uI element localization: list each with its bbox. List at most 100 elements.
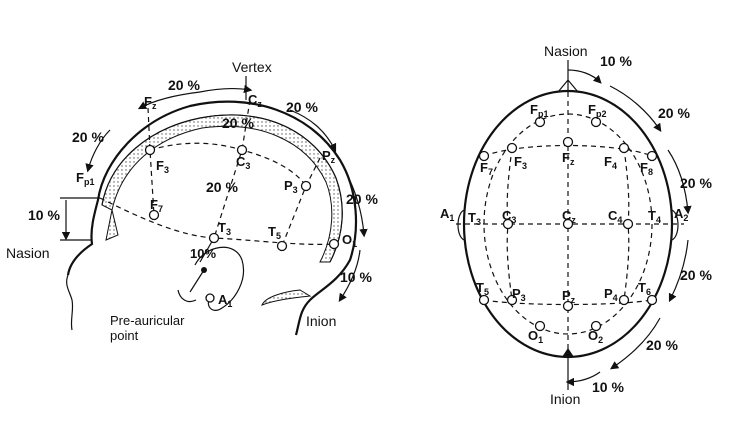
- label-a1-side: A1: [218, 292, 232, 309]
- electrode-o2-top: [590, 320, 602, 332]
- label-fp2-top: Fp2: [588, 102, 606, 119]
- electrode-t5-top: [478, 294, 490, 306]
- circumference-dashed: [483, 113, 653, 335]
- nasion-label-side: Nasion: [6, 245, 50, 261]
- label-o2-top: O2: [588, 328, 603, 345]
- label-p3-side: P3: [284, 178, 298, 195]
- pre-auricular-label-2: point: [110, 328, 139, 343]
- label-fp1-side: Fp1: [76, 170, 94, 187]
- electrode-c3-side: [236, 144, 248, 156]
- top-view: Nasion Inion 10 % 20 % 20 % 20 % 20 % 10…: [440, 43, 712, 407]
- label-t5-top: T5: [476, 280, 489, 297]
- label-p4-top: P4: [604, 286, 618, 303]
- label-t3-side: T3: [218, 220, 231, 237]
- electrode-f3-side: [144, 144, 156, 156]
- label-f8-top: F8: [640, 160, 653, 177]
- label-pz-top: Pz: [562, 288, 576, 305]
- electrode-t6-top: [646, 294, 658, 306]
- pre-auricular-pointer: [189, 269, 205, 293]
- label-cz-side: Cz: [248, 92, 262, 109]
- pct-top-20b: 20 %: [680, 175, 712, 191]
- label-p3-top: P3: [512, 286, 526, 303]
- occipital-wedge: [261, 289, 312, 306]
- ear-lobe: [177, 289, 197, 303]
- arc-top-10: [567, 69, 602, 84]
- label-o1-top: O1: [528, 328, 543, 345]
- label-a2-top: A2: [674, 206, 688, 223]
- pct-side-left: 20 %: [72, 129, 104, 145]
- electrode-t3-side: [208, 232, 220, 244]
- label-fz-top: Fz: [562, 150, 575, 167]
- inion-marker-top: [562, 348, 574, 357]
- ear-right-top: [671, 209, 679, 241]
- electrode-f4-top: [618, 142, 630, 154]
- label-f7-side: F7: [150, 197, 163, 214]
- pct-side-inner-top: 20 %: [222, 115, 254, 131]
- label-fp1-top: Fp1: [530, 102, 548, 119]
- pct-top-10b: 10 %: [592, 379, 624, 395]
- head-profile: [66, 100, 358, 336]
- skull-band: [101, 114, 343, 263]
- ear-left-top: [457, 209, 465, 241]
- label-c4-top: C4: [608, 208, 622, 225]
- label-t6-top: T6: [638, 280, 651, 297]
- arc-top-20d: [610, 317, 661, 370]
- label-a1-top: A1: [440, 206, 454, 223]
- pct-side-ear-10: 10%: [190, 246, 216, 261]
- electrode-p3-top: [506, 294, 518, 306]
- pct-top-10a: 10 %: [600, 53, 632, 69]
- electrode-o1-side: [328, 238, 340, 250]
- label-cz-top: Cz: [562, 208, 576, 225]
- arc-top-10b: [565, 371, 601, 387]
- pct-side-left-10: 10 %: [28, 207, 60, 223]
- label-f3-top: F3: [514, 154, 527, 171]
- electrode-f7-side: [148, 209, 160, 221]
- label-c3-top: C3: [502, 208, 516, 225]
- nose-chin: [66, 274, 74, 331]
- electrode-o1-top: [534, 320, 546, 332]
- arc-top-20c: [668, 239, 689, 303]
- label-c3-side: C3: [236, 154, 250, 171]
- label-t5-side: T5: [268, 224, 281, 241]
- electrode-c3-top: [502, 218, 514, 230]
- arc-right-20a: [289, 109, 337, 153]
- label-t4-top: T4: [648, 208, 661, 225]
- electrode-cz-top: [562, 218, 574, 230]
- label-t3-top: T3: [468, 210, 481, 227]
- arc-top-20b: [667, 149, 692, 215]
- label-f7-top: F7: [480, 160, 493, 177]
- label-fz-side: Fz: [144, 94, 157, 111]
- pct-top-20d: 20 %: [646, 337, 678, 353]
- side-view: Vertex Nasion Inion Pre-auricular point …: [6, 59, 378, 343]
- arc-top-20a: [609, 85, 662, 132]
- electrode-fp1-top: [534, 116, 546, 128]
- arc-right-20b: [344, 169, 368, 238]
- label-pz-side: Pz: [322, 148, 336, 165]
- pct-top-20c: 20 %: [680, 267, 712, 283]
- electrode-fp2-top: [590, 116, 602, 128]
- electrode-p4-top: [618, 294, 630, 306]
- pct-top-20a: 20 %: [658, 105, 690, 121]
- inion-label-side: Inion: [306, 313, 336, 329]
- electrode-t5-side: [276, 240, 288, 252]
- nasion-label-top: Nasion: [544, 43, 588, 59]
- electrode-f8-top: [646, 150, 658, 162]
- electrode-fz-top: [562, 136, 574, 148]
- pct-side-middle: 20 %: [206, 179, 238, 195]
- arc-top-right: [199, 84, 253, 94]
- frontal-wedge: [105, 209, 119, 241]
- electrode-f3-top: [506, 142, 518, 154]
- electrode-c4-top: [622, 218, 634, 230]
- pre-auricular-label-1: Pre-auricular: [110, 313, 185, 328]
- label-o1-side: O1: [342, 232, 357, 249]
- label-f4-top: F4: [604, 154, 617, 171]
- electrode-a1-side: [205, 293, 215, 303]
- electrode-f7-top: [478, 150, 490, 162]
- vertex-label: Vertex: [232, 59, 272, 75]
- pct-side-right-top: 20 %: [286, 99, 318, 115]
- electrode-pz-top: [562, 300, 574, 312]
- pct-side-right-10: 10 %: [340, 269, 372, 285]
- side-line-p: [281, 157, 321, 247]
